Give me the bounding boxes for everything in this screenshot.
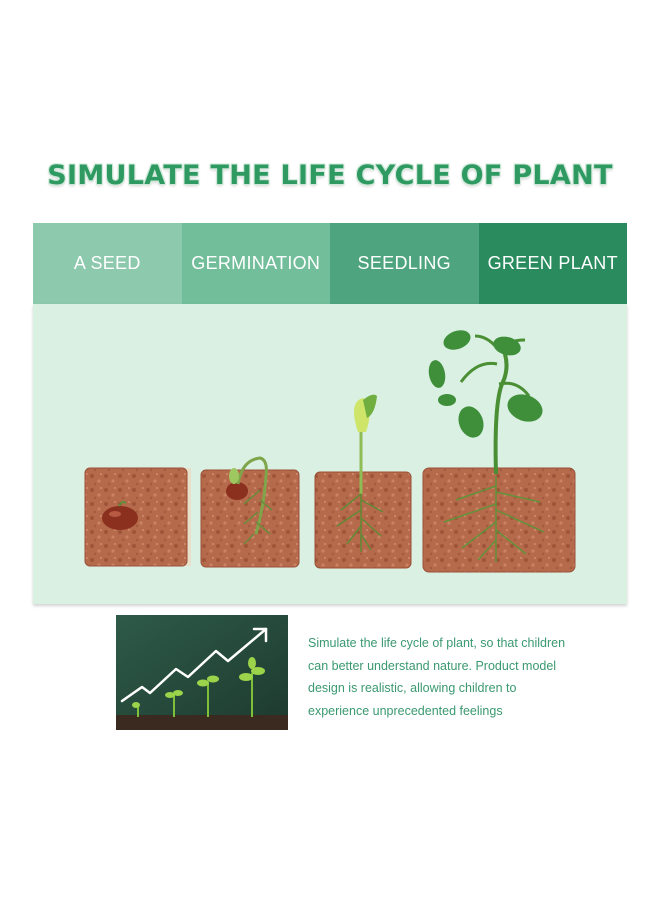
growth-photo-illustration (116, 615, 288, 730)
product-description: Simulate the life cycle of plant, so tha… (308, 632, 608, 722)
growth-chart-photo (116, 615, 288, 730)
seedling-model (314, 394, 412, 569)
stage-green-plant: GREEN PLANT (478, 223, 627, 304)
stage-seedling: SEEDLING (330, 223, 479, 304)
plant-models-panel (33, 304, 627, 604)
stage-seed: A SEED (33, 223, 182, 304)
description-line: design is realistic, allowing children t… (308, 681, 517, 695)
description-line: can better understand nature. Product mo… (308, 658, 557, 673)
description-line: experience unprecedented feelings (308, 703, 503, 718)
stage-bar: A SEED GERMINATION SEEDLING GREEN PLANT (33, 223, 627, 304)
stage-germination: GERMINATION (181, 223, 330, 304)
plant-models-illustration (84, 330, 576, 573)
page-headline: SIMULATE THE LIFE CYCLE OF PLANT (47, 160, 613, 191)
description-line: Simulate the life cycle of plant, so tha… (308, 636, 566, 650)
germination-model (200, 456, 300, 568)
green-plant-model (422, 330, 576, 573)
seed-model (84, 467, 191, 567)
